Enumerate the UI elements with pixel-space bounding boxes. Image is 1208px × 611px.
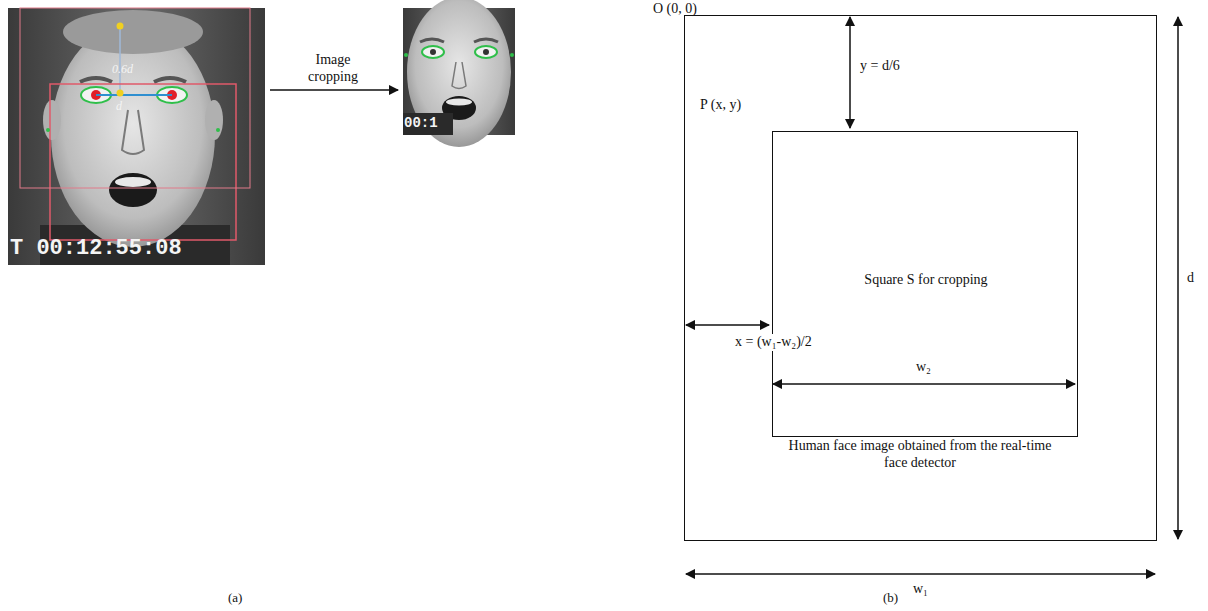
origin-label: O (0, 0) <box>653 1 697 18</box>
dimension-label: y = d/6 <box>860 58 900 75</box>
panel-label: (b) <box>883 590 898 606</box>
dimension-arrows <box>686 17 1178 574</box>
point-label: P (x, y) <box>700 97 741 114</box>
dimension-label: x = (w₁-w₂)/2 <box>733 334 814 351</box>
box-label: Square S for cropping <box>793 272 1059 289</box>
detected-face-box: Human face image obtained from the real-… <box>684 15 1157 541</box>
dimension-label: w₁ <box>913 581 928 598</box>
dimension-label: d <box>1187 270 1194 287</box>
cropping-arrow <box>270 89 398 91</box>
dimension-label: d <box>116 99 122 113</box>
dimension-label: w₂ <box>916 359 931 376</box>
panel-label: (a) <box>228 590 242 606</box>
box-label: Human face image obtained from the real-… <box>785 438 1055 472</box>
face-photo <box>8 8 265 265</box>
crop-square: Square S for cropping <box>772 131 1078 437</box>
dimension-label: 0.6d <box>112 62 133 76</box>
timestamp: 00:1 <box>404 115 438 132</box>
cropped-face-photo <box>403 0 515 147</box>
timestamp: T 00:12:55:08 <box>10 236 182 262</box>
arrow-label: Image cropping <box>298 52 368 86</box>
